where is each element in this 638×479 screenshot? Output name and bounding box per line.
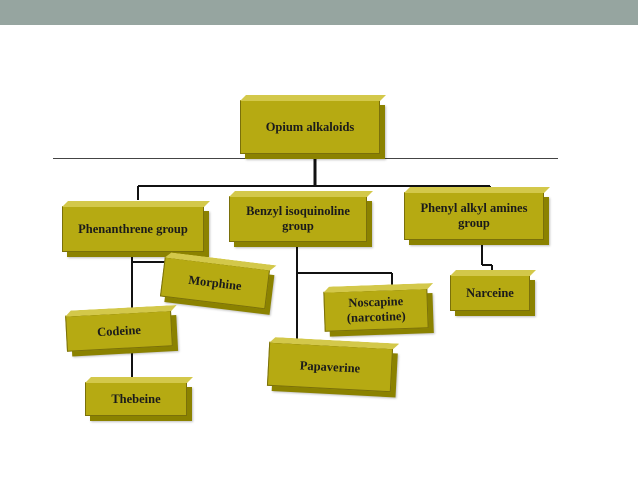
node-label: Narceine xyxy=(466,285,514,300)
node-label: Codeine xyxy=(96,322,142,339)
divider-line xyxy=(53,158,558,159)
node-benzyl-isoquinoline-group: Benzyl isoquinoline group xyxy=(229,196,367,242)
node-noscapine: Noscapine (narcotine) xyxy=(323,288,429,332)
node-papaverine: Papaverine xyxy=(266,341,394,393)
header-bar xyxy=(0,0,638,25)
node-label: Papaverine xyxy=(299,357,361,376)
node-phenyl-alkyl-amines-group: Phenyl alkyl amines group xyxy=(404,192,544,240)
node-opium-alkaloids: Opium alkaloids xyxy=(240,100,380,154)
node-label: Phenanthrene group xyxy=(78,221,188,236)
node-thebeine: Thebeine xyxy=(85,382,187,416)
node-label: Morphine xyxy=(187,272,243,293)
node-label: Phenyl alkyl amines group xyxy=(420,201,528,230)
node-label: Benzyl isoquinoline group xyxy=(246,204,350,233)
node-codeine: Codeine xyxy=(65,310,173,352)
node-label: Thebeine xyxy=(111,391,161,406)
node-narceine: Narceine xyxy=(450,275,530,311)
node-label: Opium alkaloids xyxy=(265,119,355,134)
node-phenanthrene-group: Phenanthrene group xyxy=(62,206,204,252)
node-label: Noscapine (narcotine) xyxy=(346,294,406,326)
